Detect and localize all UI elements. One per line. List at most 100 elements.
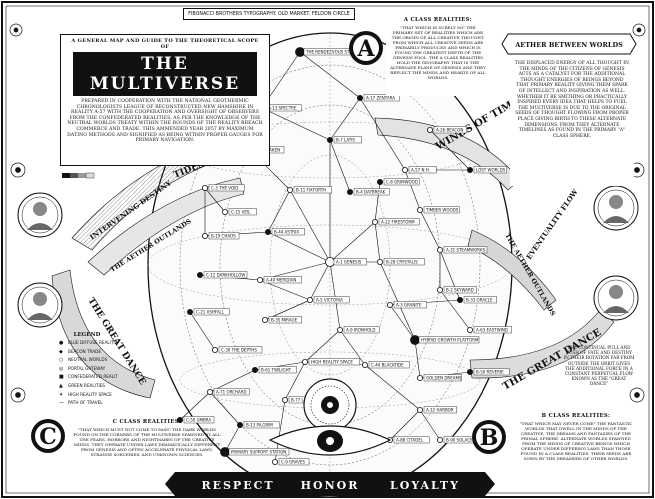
reality-node[interactable]: A-57 N.H. — [401, 166, 437, 174]
travel-path — [267, 189, 291, 233]
legend-item: ◎PORTAL GATEWAY — [59, 365, 115, 374]
node-label-box — [208, 184, 245, 192]
reality-node[interactable]: B-2 SKYWARD — [436, 286, 477, 294]
reality-node[interactable]: A-12 HARBOR — [416, 406, 457, 414]
node-marker-icon — [221, 208, 228, 215]
reality-node[interactable]: A-1 GENESIS — [325, 257, 367, 267]
reality-node[interactable]: A-9 IRONHOLD — [336, 326, 380, 334]
travel-path — [329, 97, 361, 141]
node-marker-icon — [336, 326, 343, 333]
node-label-box — [228, 208, 257, 216]
node-label-box — [473, 326, 512, 334]
reality-node[interactable]: C-3 THE VOID — [201, 184, 245, 192]
legend-item-label: PATH OF TRAVEL — [68, 400, 103, 406]
node-label: HYBRID GROWTH PLATFORM — [421, 338, 479, 343]
travel-path — [419, 409, 441, 441]
node-marker-icon — [201, 232, 208, 239]
node-label: B-2 SKYWARD — [446, 288, 474, 293]
reality-node[interactable]: A-17 ZENTARA — [356, 94, 400, 102]
node-label: C-50 UMBRA — [186, 418, 211, 423]
class-b-heading: B CLASS REALITIES: — [541, 413, 611, 419]
node-label: C-30 THE DEPTHS — [221, 348, 257, 353]
legend-items: ●BLUE DIFFUSE REALITIES◆BEACON TRADE○NEU… — [59, 339, 118, 408]
node-marker-icon — [401, 166, 408, 173]
travel-path — [259, 279, 311, 301]
travel-path — [414, 339, 421, 379]
reality-node[interactable]: B-50 REVERIE — [466, 368, 510, 376]
reality-node[interactable]: THE RENDEZVOUS STATION — [295, 47, 365, 57]
travel-path — [379, 261, 416, 341]
reality-node[interactable]: TIMBER WOODS — [416, 206, 460, 214]
node-marker-icon — [236, 421, 243, 428]
reality-node[interactable]: A-22 FIRESTORM — [371, 218, 420, 226]
class-b-letter: B — [480, 425, 499, 451]
reality-node[interactable]: GOLDEN DREAMS — [416, 374, 462, 382]
reality-node[interactable]: C-15 VEIL — [221, 208, 257, 216]
node-label-box — [353, 188, 390, 196]
reality-node[interactable]: HYBRID GROWTH PLATFORM — [410, 335, 480, 345]
legend-symbol-icon: ◎ — [59, 365, 64, 372]
reality-node[interactable]: A-26 BEACON — [426, 126, 467, 134]
reality-node[interactable]: B-19 CHAOS — [201, 232, 240, 240]
travel-path — [224, 424, 241, 453]
legend-symbol-icon: ○ — [59, 357, 64, 364]
reality-node[interactable]: HIGH REALITY SPACE — [301, 358, 360, 366]
reality-node[interactable]: C-9 GRAVES — [271, 458, 310, 466]
node-marker-icon — [326, 136, 333, 143]
reality-node[interactable]: B-28 CRYSTALIS — [376, 258, 425, 266]
node-marker-icon — [376, 258, 383, 265]
node-label: A-1 GENESIS — [336, 260, 362, 265]
reality-node[interactable]: A-40 MERIDIAN — [256, 276, 302, 284]
reality-node[interactable]: B-7 LATIS — [326, 136, 362, 144]
node-marker-icon — [376, 178, 383, 185]
reality-node[interactable]: A-31 STEAMWORKS — [436, 246, 488, 254]
reality-node[interactable]: A-3 GRANITE — [386, 301, 427, 309]
reality-node[interactable]: B-33 ORACLE — [456, 296, 497, 304]
reality-node[interactable]: C-12 DARKHOLLOW — [196, 271, 248, 279]
reality-node[interactable]: C-44 BLACKTIDE — [361, 361, 410, 369]
reality-node[interactable]: B-44 ASTRIX — [264, 228, 305, 236]
reality-node[interactable]: B-35 MIRAGE — [261, 316, 302, 324]
motto-honor: HONOR — [301, 479, 360, 492]
node-marker-icon — [416, 206, 423, 213]
node-marker-icon — [176, 416, 183, 423]
class-c-letter: C — [39, 424, 57, 450]
reality-node[interactable]: LOST WORLDS — [466, 166, 507, 174]
node-label-box — [218, 346, 263, 354]
reality-node[interactable]: B-61 TWILIGHT — [251, 366, 297, 374]
portrait-right-2 — [593, 275, 639, 321]
great-dance-note-text: THE CONTINUAL PULL AND PUSH OF FATE AND … — [563, 345, 635, 387]
node-label-box — [293, 186, 332, 194]
reality-node[interactable]: C-8 GRIMWOOD — [376, 178, 420, 186]
motto-banner — [165, 472, 495, 496]
portrait-left-2 — [17, 282, 63, 328]
node-label-box — [443, 246, 488, 254]
reality-node[interactable]: A-71 ORCHARD — [206, 388, 250, 396]
node-marker-icon — [295, 47, 305, 57]
reality-node[interactable]: B-4 DAYBREAK — [346, 188, 390, 196]
node-label: TIMBER WOODS — [425, 208, 459, 213]
reality-node[interactable]: PRIMARY SUPPORT STATION — [220, 447, 290, 457]
travel-path — [267, 231, 331, 263]
node-label-box — [183, 416, 215, 424]
node-label: A-88 CITADEL — [396, 438, 424, 443]
reality-node[interactable]: A-5 VICTORIA — [306, 296, 350, 304]
node-label: B-19 CHAOS — [211, 234, 236, 239]
node-marker-icon — [436, 286, 443, 293]
legend-symbol-icon: ◆ — [59, 348, 63, 355]
reality-node[interactable]: C-30 THE DEPTHS — [211, 346, 263, 354]
node-label: LOST WORLDS — [476, 168, 506, 173]
node-marker-icon — [386, 301, 393, 308]
reality-node[interactable]: B-11 FIXFORTH — [286, 186, 332, 194]
travel-path — [304, 329, 341, 363]
reality-node[interactable]: A-63 EASTWIND — [466, 326, 512, 334]
reality-node[interactable]: C-50 UMBRA — [176, 416, 215, 424]
travel-path — [389, 304, 416, 341]
scale-bar — [62, 172, 95, 179]
reality-node[interactable]: B-13 PILGRIM — [236, 421, 280, 429]
node-label: A-57 N.H. — [411, 168, 430, 173]
portrait-right-1 — [593, 185, 639, 231]
travel-path — [284, 361, 306, 401]
reality-node[interactable]: C-21 ASHFALL — [186, 308, 230, 316]
